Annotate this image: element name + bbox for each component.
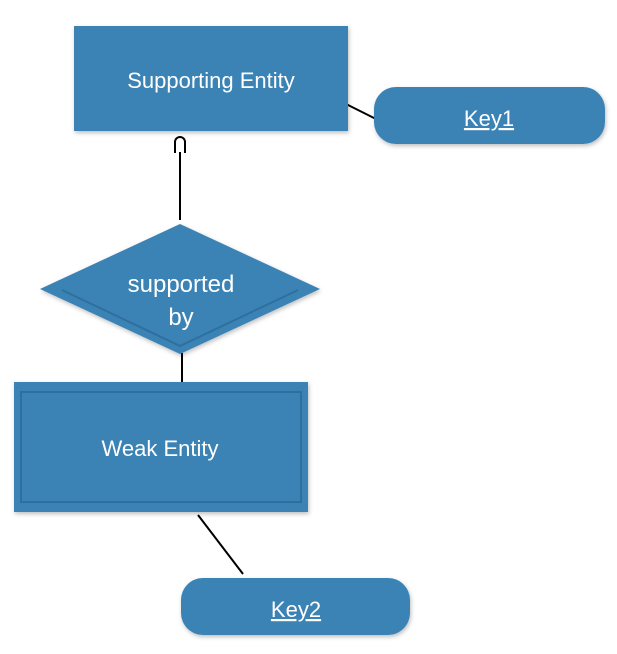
relationship-diamond <box>40 224 320 354</box>
supporting-entity-box <box>74 26 348 131</box>
key2-box <box>181 578 410 635</box>
relationship-inner-edge <box>61 289 299 348</box>
supporting-entity[interactable]: Supporting Entity <box>74 26 348 131</box>
key2-attribute[interactable]: Key2 <box>181 578 410 635</box>
supporting-entity-label: Supporting Entity <box>127 68 295 93</box>
key1-attribute[interactable]: Key1 <box>374 87 605 144</box>
key1-label: Key1 <box>464 106 514 131</box>
key2-label: Key2 <box>271 597 321 622</box>
weak-entity-outer-box <box>14 382 308 512</box>
weak-entity[interactable]: Weak Entity <box>14 382 308 512</box>
connector-supporting-key1 <box>345 103 379 121</box>
connector-weak-key2 <box>197 514 244 575</box>
relationship-supported-by[interactable]: supported by <box>40 224 320 354</box>
relationship-label-line1: supported <box>128 271 235 298</box>
relationship-label-line2: by <box>168 304 193 331</box>
key1-box <box>374 87 605 144</box>
weak-entity-inner-border <box>20 391 302 503</box>
weak-entity-label: Weak Entity <box>102 436 219 461</box>
subset-symbol <box>174 136 186 153</box>
